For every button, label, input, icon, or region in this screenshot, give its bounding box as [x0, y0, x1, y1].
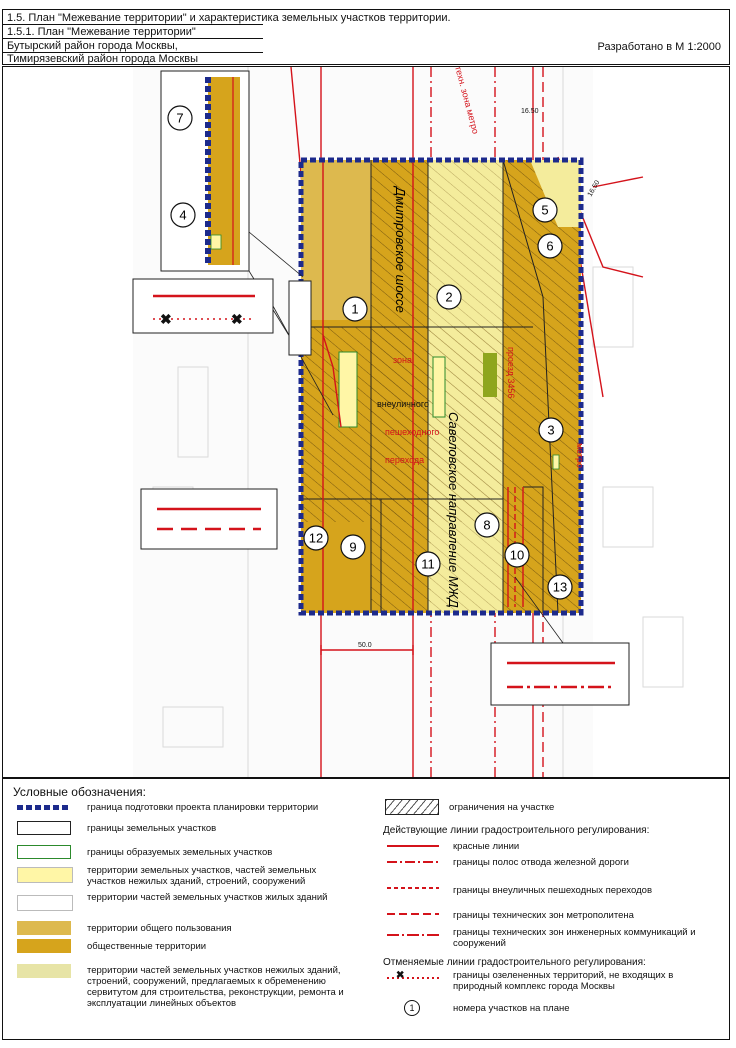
title-line-2: 1.5.1. План "Межевание территории"	[7, 26, 196, 38]
swatch-public	[17, 921, 71, 935]
legend-right-numbers: номера участков на плане	[453, 1003, 570, 1014]
label-vneulichnogo: внеуличного	[377, 399, 429, 409]
parcel-number-sample-icon: 1	[404, 1000, 420, 1016]
project-boundary	[298, 157, 584, 616]
legend-left-3: территории земельных участков, частей зе…	[87, 865, 317, 887]
title-separator	[3, 38, 263, 39]
legend-right-0: красные линии	[453, 841, 520, 852]
callout-boxes: ✖ ✖	[132, 278, 630, 706]
parcel-number-10: 10	[504, 542, 530, 568]
title-line-4: Тимирязевский район города Москвы	[7, 53, 199, 65]
swatch-parcel-boundary	[17, 821, 71, 835]
swatch-nonres	[17, 867, 73, 883]
title-line-3: Бутырский район города Москвы,	[7, 40, 178, 52]
swatch-metro	[387, 913, 439, 915]
legend-right-heading: Действующие линии градостроительного рег…	[383, 825, 650, 836]
swatch-project-boundary	[17, 805, 71, 810]
scale-note: Разработано в М 1:2000	[597, 41, 721, 53]
legend-right-1: границы полос отвода железной дороги	[453, 857, 629, 868]
svg-text:1: 1	[351, 302, 358, 317]
parcel-boundaries	[301, 159, 559, 614]
parcel-number-13: 13	[547, 574, 573, 600]
label-savelovskoe: Савеловское направление МЖД	[446, 412, 461, 608]
cross-icon: ✖	[396, 970, 405, 981]
svg-text:9: 9	[349, 540, 356, 555]
legend-left-1: границы земельных участков	[87, 823, 217, 834]
title-block: 1.5. План "Межевание территории" и харак…	[2, 9, 730, 65]
dim-top: 16.50	[521, 108, 539, 115]
map-canvas: Дмитровское шоссе Савеловское направлени…	[132, 67, 684, 777]
label-peshehodnogo: пешеходного	[385, 427, 439, 437]
label-metro-right: метро	[575, 443, 585, 468]
swatch-pedestrian	[387, 887, 439, 889]
parcel-number-12: 12	[303, 525, 329, 551]
title-line-1: 1.5. План "Межевание территории" и харак…	[7, 12, 451, 24]
legend-title: Условные обозначения:	[13, 785, 146, 799]
parcel-number-7: 7	[167, 105, 193, 131]
svg-text:✖: ✖	[160, 311, 172, 327]
label-dmitrovskoe: Дмитровское шоссе	[393, 185, 408, 313]
legend-left-7: территории частей земельных участков неж…	[87, 965, 344, 1009]
legend-left-2: границы образуемых земельных участков	[87, 847, 273, 858]
svg-text:11: 11	[421, 557, 435, 572]
legend-right-2: границы внеуличных пешеходных переходов	[453, 885, 652, 896]
swatch-new-parcel-boundary	[17, 845, 71, 859]
title-separator	[3, 52, 263, 53]
svg-text:3: 3	[547, 423, 554, 438]
parcel-number-8: 8	[474, 512, 500, 538]
legend-left-6: общественные территории	[87, 941, 207, 952]
svg-text:12: 12	[309, 531, 323, 546]
legend-right-3: границы технических зон метрополитена	[453, 910, 634, 921]
swatch-railway	[387, 861, 439, 863]
legend: Условные обозначения: граница подготовки…	[2, 778, 730, 1040]
swatch-red-line	[387, 845, 439, 847]
map-frame: Дмитровское шоссе Савеловское направлени…	[2, 66, 730, 778]
svg-text:7: 7	[176, 111, 183, 126]
legend-right-4: границы технических зон инженерных комму…	[453, 927, 696, 949]
svg-text:6: 6	[546, 239, 553, 254]
label-zone: зона	[393, 355, 412, 365]
label-proezd: проезд 3456	[506, 347, 516, 398]
parcel-number-2: 2	[436, 284, 462, 310]
parcel-number-1: 1	[342, 296, 368, 322]
parcel-number-4: 4	[170, 202, 196, 228]
territory-fills	[301, 160, 581, 613]
inset-detail	[160, 70, 304, 343]
parcel-number-3: 3	[538, 417, 564, 443]
svg-text:13: 13	[553, 580, 567, 595]
svg-text:4: 4	[179, 208, 186, 223]
swatch-residential	[17, 895, 73, 911]
svg-text:8: 8	[483, 518, 490, 533]
svg-text:✖: ✖	[231, 311, 243, 327]
svg-text:10: 10	[510, 548, 524, 563]
parcel-number-9: 9	[340, 534, 366, 560]
legend-left-4: территории частей земельных участков жил…	[87, 892, 328, 903]
swatch-servitude	[17, 964, 71, 978]
legend-right-heading2: Отменяемые линии градостроительного регу…	[383, 957, 646, 968]
legend-right-hatch: ограничения на участке	[449, 802, 555, 813]
parcel-number-5: 5	[532, 197, 558, 223]
svg-text:2: 2	[445, 290, 452, 305]
label-perehoda: перехода	[385, 455, 424, 465]
parcel-number-6: 6	[537, 233, 563, 259]
dim-bottom: 50.0	[358, 642, 372, 649]
legend-right-cancel: границы озелененных территорий, не входя…	[453, 970, 674, 992]
swatch-social	[17, 939, 71, 953]
svg-text:5: 5	[541, 203, 548, 218]
legend-left-5: территории общего пользования	[87, 923, 232, 934]
parcel-number-11: 11	[415, 551, 441, 577]
title-separator	[3, 24, 263, 25]
swatch-green-cancel	[387, 977, 439, 979]
swatch-hatch	[385, 799, 439, 815]
legend-left-0: граница подготовки проекта планировки те…	[87, 802, 319, 813]
swatch-engineering	[387, 934, 439, 936]
